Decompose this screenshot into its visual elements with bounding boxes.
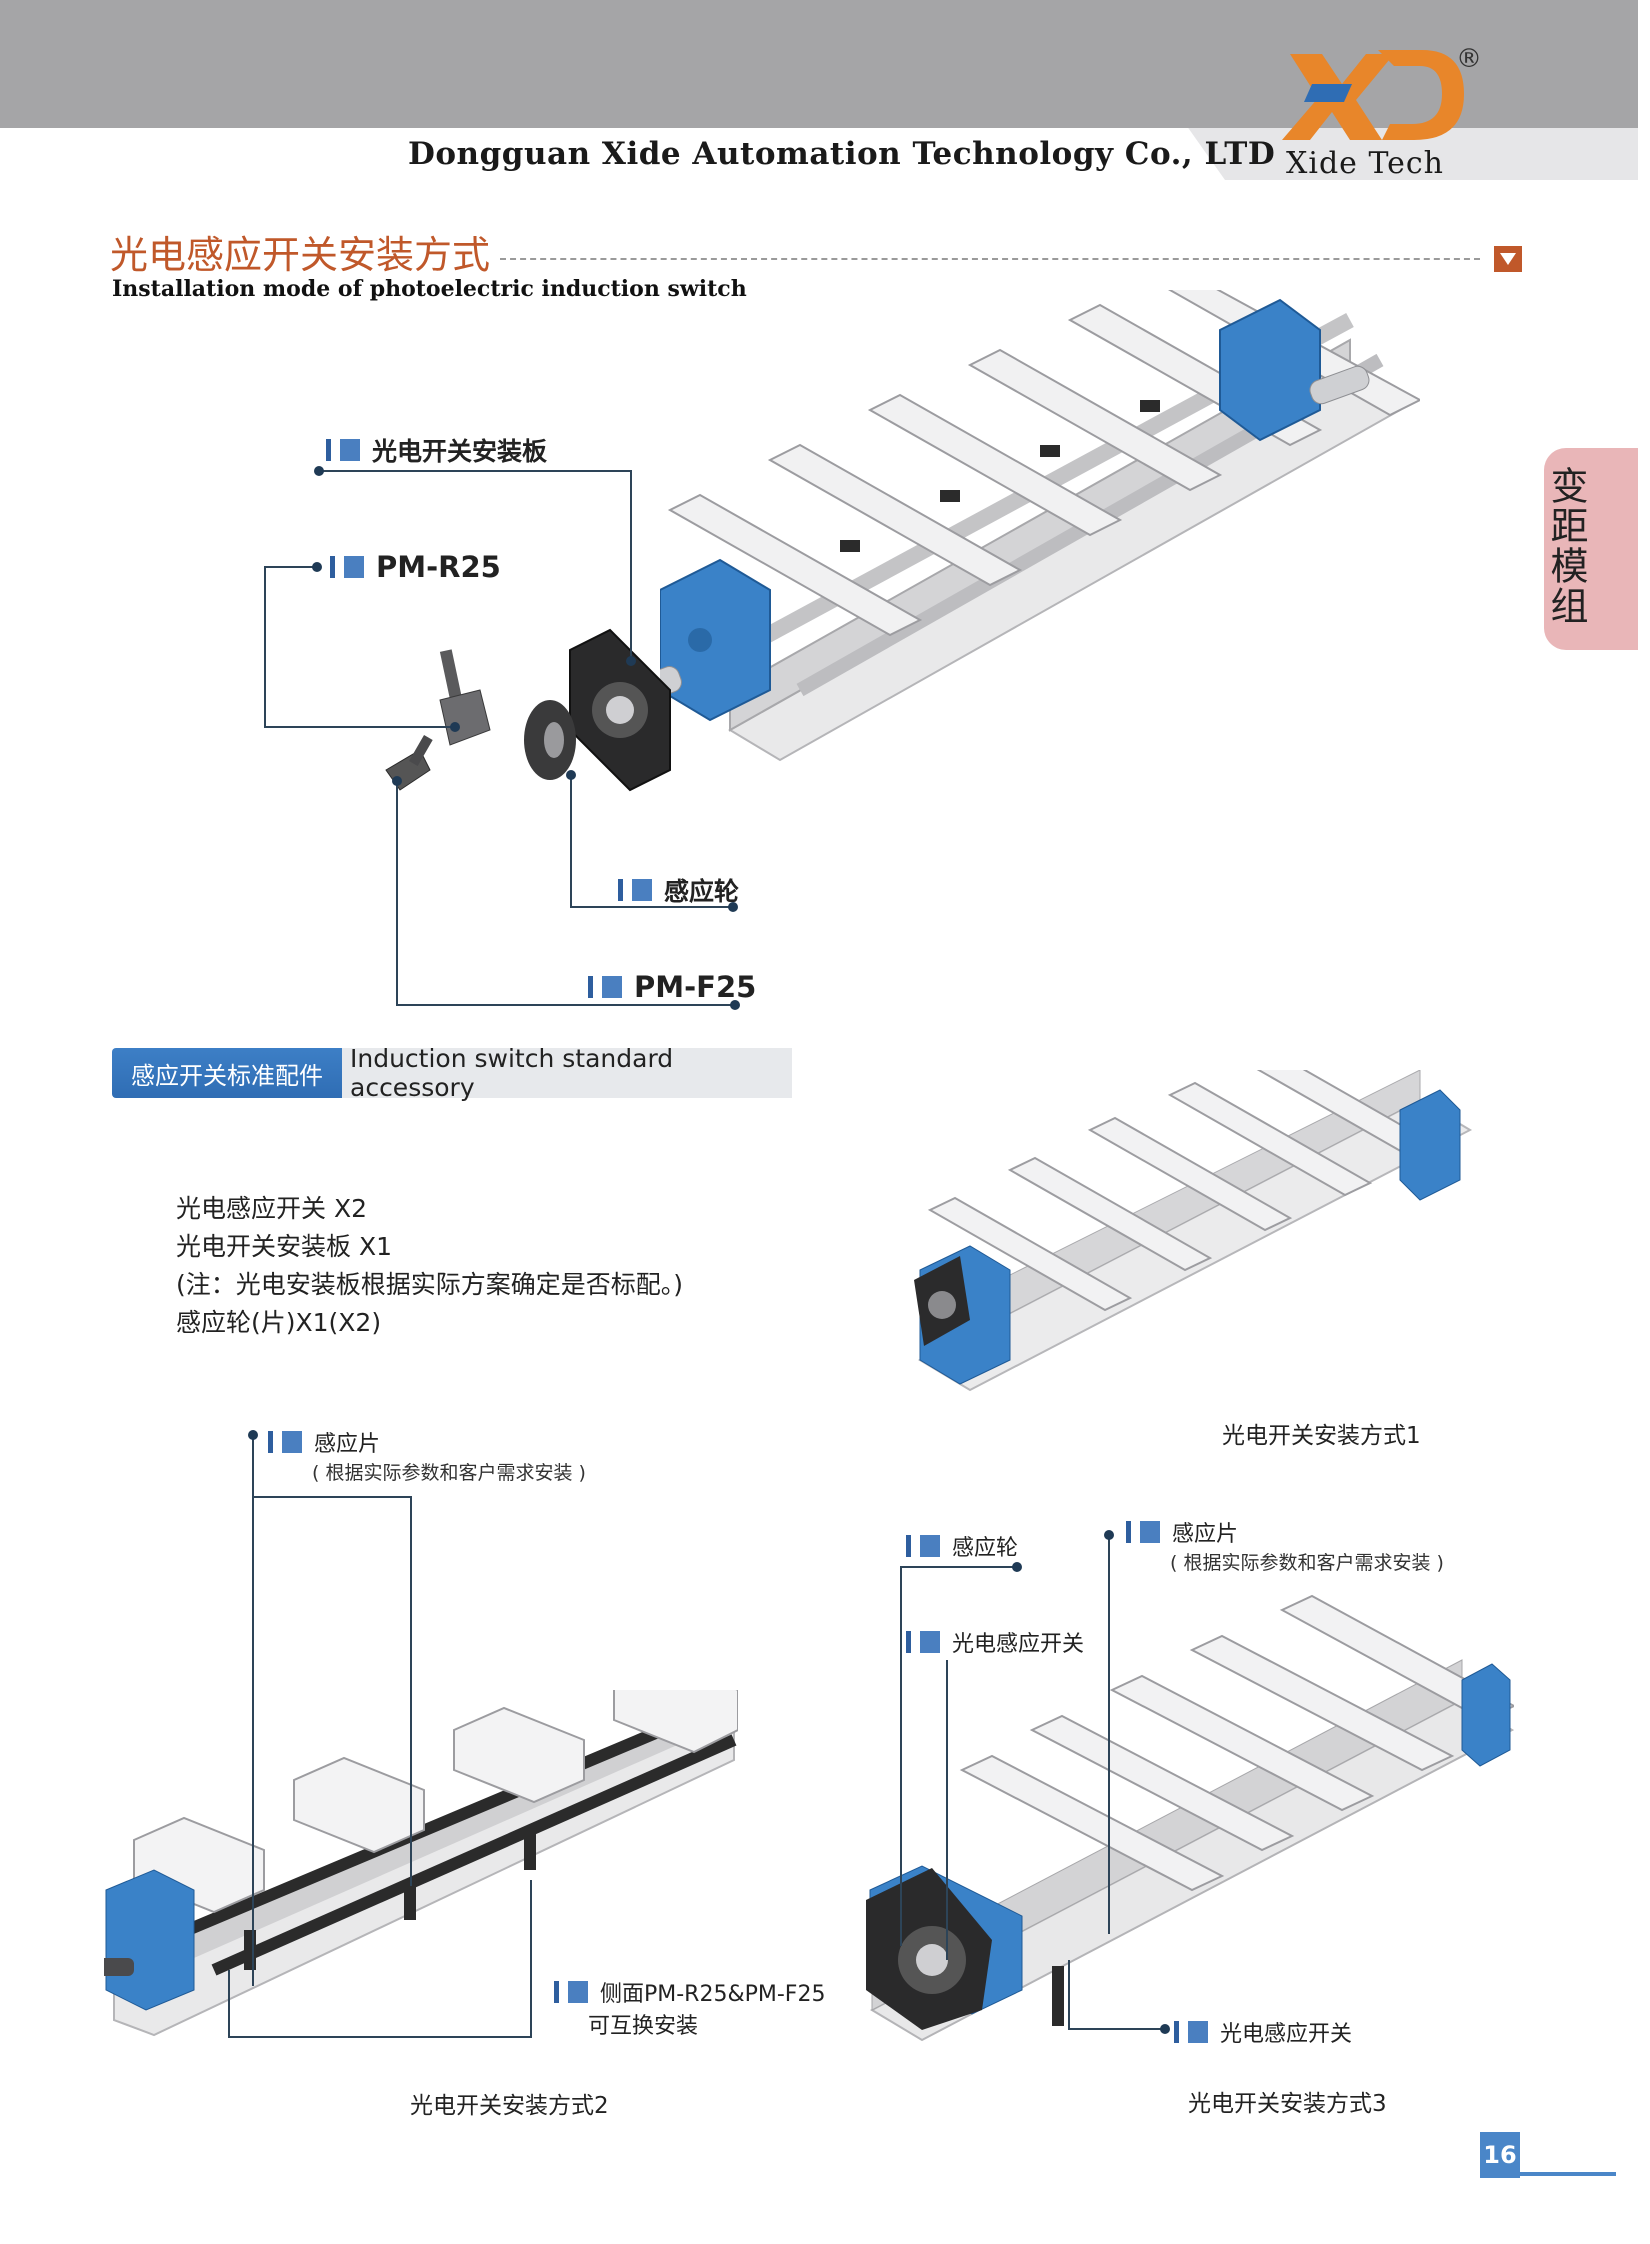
leader-line — [264, 566, 318, 568]
triangle-down-icon — [1494, 246, 1522, 272]
mode1-illustration — [914, 1070, 1473, 1392]
side-tab — [1544, 448, 1638, 650]
leader-dot — [1160, 2024, 1170, 2034]
mode3-sensor-piece-note: ( 根据实际参数和客户需求安装 ) — [1170, 1552, 1444, 1574]
header-title-band — [0, 128, 1225, 180]
section-title-cn: 光电感应开关安装方式 — [110, 233, 491, 277]
leader-line — [228, 2036, 532, 2038]
mode2-sensor-piece-note: ( 根据实际参数和客户需求安装 ) — [312, 1462, 586, 1484]
leader-dot — [626, 656, 636, 666]
leader-line — [1068, 1960, 1070, 2030]
company-name: Dongguan Xide Automation Technology Co.,… — [408, 136, 1276, 172]
leader-line — [946, 1660, 948, 1960]
mode3-label-switch-bottom: 光电感应开关 — [1174, 2016, 1352, 2048]
leader-line — [318, 470, 630, 472]
leader-dot — [312, 562, 322, 572]
label-sensing-wheel: 感应轮 — [618, 872, 739, 908]
mode2-caption: 光电开关安装方式2 — [410, 2093, 609, 2119]
leader-dot — [392, 776, 402, 786]
leader-line — [570, 774, 572, 908]
leader-line — [900, 1566, 1016, 1568]
leader-line — [570, 906, 732, 908]
mode3-label-wheel: 感应轮 — [906, 1530, 1018, 1562]
module-exploded-illustration — [660, 290, 1420, 762]
leader-dot — [1104, 1530, 1114, 1540]
leader-line — [410, 1496, 412, 1886]
list-item: (注：光电安装板根据实际方案确定是否标配。) — [176, 1270, 684, 1299]
mode3-illustration — [866, 1594, 1514, 2042]
mode3-caption: 光电开关安装方式3 — [1188, 2091, 1387, 2117]
accessory-label-cn: 感应开关标准配件 — [112, 1048, 342, 1098]
label-mounting-plate: 光电开关安装板 — [326, 432, 547, 468]
list-item: 感应轮(片)X1(X2) — [176, 1308, 382, 1337]
leader-line — [630, 470, 632, 660]
accessory-label-en: Induction switch standard accessory — [342, 1044, 792, 1102]
leader-dot — [566, 770, 576, 780]
leader-line — [900, 1566, 902, 1946]
mode2-side-note-2: 可互换安装 — [588, 2014, 699, 2039]
mode2-label-sensor-piece: 感应片 — [268, 1426, 380, 1458]
mode3-label-switch-top: 光电感应开关 — [906, 1626, 1084, 1658]
leader-line — [396, 1004, 734, 1006]
leader-line — [252, 1436, 254, 1986]
accessory-list: 光电感应开关 X2 光电开关安装板 X1 (注：光电安装板根据实际方案确定是否标… — [176, 1190, 683, 1342]
leader-dot — [314, 466, 324, 476]
list-item: 光电感应开关 X2 — [176, 1194, 367, 1223]
list-item: 光电开关安装板 X1 — [176, 1232, 392, 1261]
mode2-side-note: 侧面PM-R25&PM-F25 — [554, 1976, 825, 2008]
mode3-label-sensor-piece: 感应片 — [1126, 1516, 1238, 1548]
leader-dot — [450, 722, 460, 732]
section-title-en: Installation mode of photoelectric induc… — [112, 276, 747, 302]
leader-line — [264, 566, 266, 728]
leader-dot — [248, 1430, 258, 1440]
leader-dot — [1012, 1562, 1022, 1572]
leader-line — [1108, 1534, 1110, 1934]
leader-line — [1068, 2028, 1164, 2030]
leader-line — [264, 726, 454, 728]
logo-subtitle: Xide Tech — [1286, 146, 1445, 181]
leader-line — [396, 780, 398, 1006]
leader-line — [228, 1970, 230, 2038]
leader-line — [252, 1496, 410, 1498]
label-pm-r25: PM-R25 — [330, 550, 501, 584]
page-number: 16 — [1480, 2132, 1520, 2178]
side-tab-label: 变距模组 — [1544, 466, 1588, 626]
mode1-caption: 光电开关安装方式1 — [1222, 1423, 1421, 1449]
xd-logo — [1282, 50, 1464, 140]
leader-line — [530, 1880, 532, 2038]
title-divider — [500, 258, 1480, 260]
sensor-parts-illustration — [385, 628, 671, 792]
leader-dot — [730, 1000, 740, 1010]
label-pm-f25: PM-F25 — [588, 970, 756, 1004]
page-number-rule — [1520, 2172, 1616, 2176]
registered-mark: ® — [1456, 44, 1482, 74]
leader-dot — [728, 902, 738, 912]
mode2-illustration — [104, 1690, 738, 2037]
